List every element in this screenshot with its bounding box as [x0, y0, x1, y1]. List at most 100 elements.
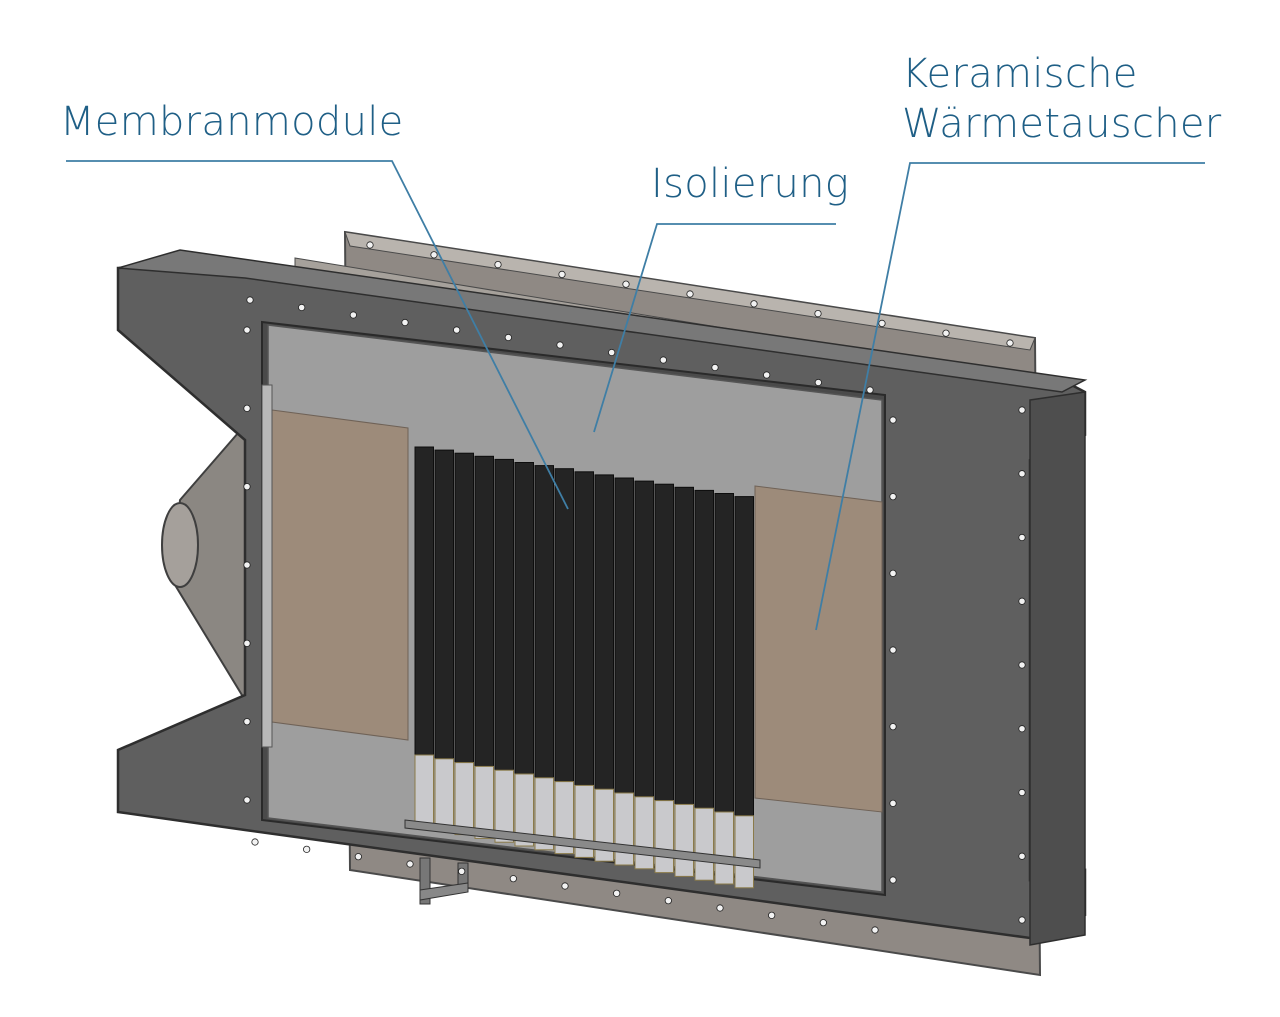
bolt-hole: [298, 303, 306, 312]
bolt-hole: [406, 860, 414, 868]
membrane-module: [614, 477, 634, 794]
bolt-hole: [608, 348, 616, 357]
membrane-module-base: [714, 811, 734, 885]
bolt-hole: [556, 341, 564, 349]
bolt-hole: [251, 838, 259, 846]
bolt-hole: [889, 416, 897, 424]
bolt-hole: [871, 926, 879, 934]
membrane-module: [534, 465, 554, 779]
label-keramische-line1: Keramische: [902, 51, 1138, 97]
bolt-hole: [686, 290, 694, 298]
membrane-module-base: [674, 803, 694, 877]
membrane-module-base: [434, 758, 454, 832]
membrane-module: [734, 496, 754, 817]
bolt-hole: [243, 639, 251, 647]
bolt-hole: [458, 867, 466, 875]
bolt-hole: [613, 889, 621, 897]
membrane-module: [494, 458, 514, 771]
membrane-module-base: [694, 807, 714, 881]
bolt-hole: [366, 241, 374, 249]
bolt-hole: [243, 718, 251, 726]
membrane-module: [514, 462, 534, 775]
bolt-hole: [401, 318, 409, 327]
membrane-module: [554, 468, 574, 783]
leader-keramische: [815, 162, 1205, 631]
ceramic-heat-exchangers: [261, 384, 883, 813]
membrane-module: [474, 455, 494, 767]
bolt-hole: [942, 329, 950, 337]
bolt-hole: [878, 319, 886, 327]
bolt-hole: [889, 493, 897, 501]
bolt-hole: [1006, 339, 1014, 347]
bolt-hole: [622, 280, 630, 288]
bolt-hole: [866, 386, 874, 394]
bolt-hole: [814, 378, 822, 387]
bolt-hole: [711, 363, 719, 372]
bolt-hole: [243, 796, 251, 804]
bolt-hole: [889, 569, 897, 577]
membrane-module-stack: [404, 446, 761, 889]
bolt-hole: [814, 309, 822, 318]
bolt-hole: [716, 904, 724, 912]
bolt-hole: [1018, 597, 1026, 605]
bolt-hole: [664, 897, 672, 905]
bolt-hole: [453, 326, 461, 334]
bolt-hole: [494, 260, 502, 269]
bolt-hole: [889, 799, 897, 807]
left-inlet-hood: [161, 422, 246, 704]
bolt-hole: [1018, 661, 1026, 669]
bolt-hole: [889, 723, 897, 731]
bolt-hole: [504, 333, 512, 342]
membrane-module-base: [554, 781, 574, 855]
bolt-hole: [768, 911, 776, 919]
bolt-holes: [243, 241, 1026, 934]
bolt-hole: [354, 853, 362, 861]
bolt-hole: [303, 845, 311, 853]
leader-isolierung: [593, 223, 836, 433]
membrane-module-base: [534, 777, 554, 851]
bottom-stand: [419, 857, 469, 905]
membrane-module-base: [494, 769, 514, 843]
leader-lines: [66, 160, 1205, 631]
membrane-module: [434, 449, 454, 760]
bolt-hole: [1018, 852, 1026, 860]
bolt-hole: [1018, 470, 1026, 478]
bolt-hole: [349, 311, 357, 319]
membrane-module-base: [614, 792, 634, 866]
module-tray: [404, 819, 761, 869]
bolt-hole: [243, 483, 251, 491]
membrane-module-base: [654, 800, 674, 874]
membrane-module: [654, 483, 674, 802]
membrane-module-base: [454, 762, 474, 836]
label-isolierung: Isolierung: [651, 161, 850, 207]
membrane-module: [454, 452, 474, 764]
bolt-hole: [561, 882, 569, 890]
bolt-hole: [1018, 533, 1026, 542]
bolt-hole: [819, 919, 827, 927]
bolt-hole: [1018, 725, 1026, 733]
bolt-hole: [509, 875, 517, 883]
bolt-hole: [763, 371, 771, 379]
membrane-module: [634, 480, 654, 798]
bolt-hole: [243, 561, 251, 569]
leader-membranmodule: [66, 160, 569, 510]
bolt-hole: [1018, 788, 1026, 797]
membrane-module: [414, 446, 434, 756]
membrane-module: [574, 471, 594, 786]
membrane-module: [674, 486, 694, 805]
membrane-module-base: [634, 796, 654, 870]
membrane-module: [594, 474, 614, 790]
membrane-module-base: [474, 765, 494, 839]
bolt-hole: [889, 876, 897, 884]
bolt-hole: [246, 296, 254, 304]
bolt-hole: [558, 270, 566, 278]
bolt-hole: [659, 356, 667, 364]
bolt-hole: [243, 404, 251, 412]
bolt-hole: [1018, 406, 1026, 414]
bolt-hole: [750, 300, 758, 308]
bolt-hole: [889, 646, 897, 654]
label-membranmodule: Membranmodule: [60, 99, 404, 145]
membrane-module-base: [514, 773, 534, 847]
